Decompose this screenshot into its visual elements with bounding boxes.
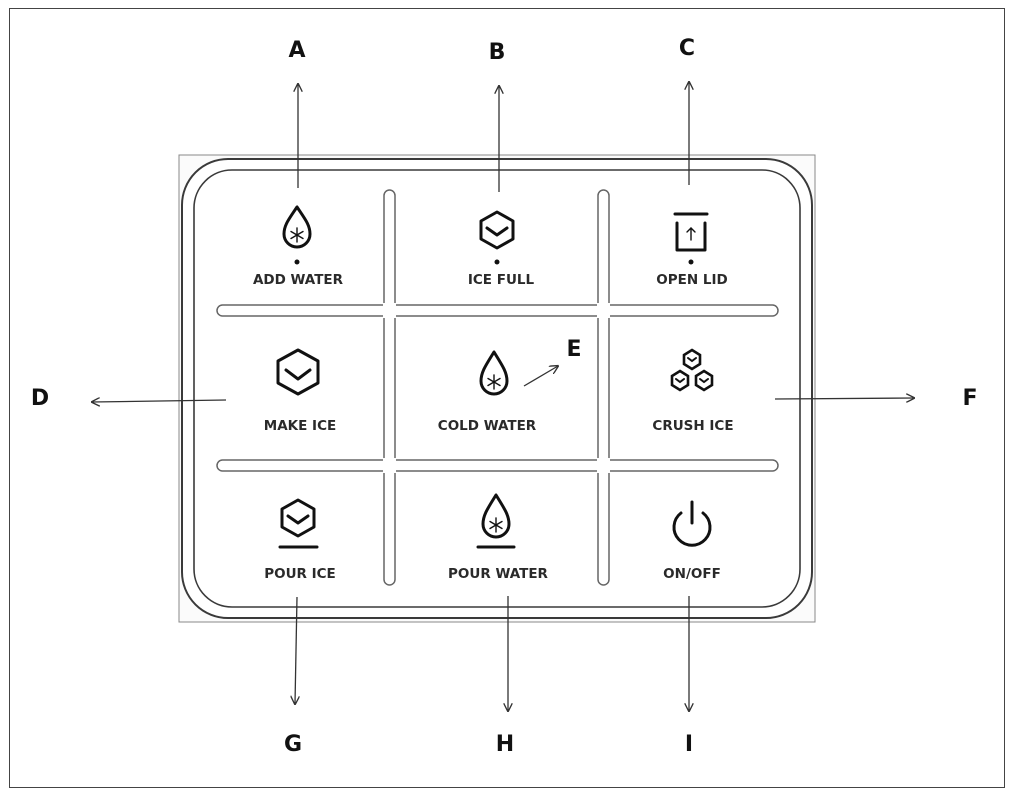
button-ice-full: ICE FULL xyxy=(468,210,535,288)
button-label: MAKE ICE xyxy=(264,418,336,434)
button-add-water[interactable]: ADD WATER xyxy=(253,205,344,288)
callout-b: B xyxy=(489,40,506,65)
indicator-light-icon xyxy=(494,259,500,265)
power-icon xyxy=(672,500,712,547)
button-label: OPEN LID xyxy=(656,272,727,288)
callout-i: I xyxy=(685,732,693,757)
water-drop-on-tray-icon xyxy=(476,493,516,549)
leader-line-e xyxy=(523,366,558,387)
button-label: ON/OFF xyxy=(663,566,721,582)
indicator-light-icon xyxy=(688,259,694,265)
figure-frame xyxy=(9,8,1005,788)
crushed-ice-cubes-icon xyxy=(670,348,714,392)
groove-gap xyxy=(597,303,610,318)
callout-d: D xyxy=(31,386,49,411)
callout-h: H xyxy=(496,732,514,757)
button-label: POUR WATER xyxy=(448,566,549,582)
callout-g: G xyxy=(284,732,302,757)
ice-cube-icon xyxy=(276,348,320,396)
button-label: ADD WATER xyxy=(253,272,344,288)
button-make-ice[interactable]: MAKE ICE xyxy=(264,348,336,434)
button-label: POUR ICE xyxy=(264,566,336,582)
button-pour-water[interactable]: POUR WATER xyxy=(448,493,549,582)
button-label: ICE FULL xyxy=(468,272,535,288)
panel-groove-vertical-right xyxy=(597,189,610,586)
water-drop-snowflake-icon xyxy=(282,205,312,249)
callout-a: A xyxy=(288,38,305,63)
groove-gap xyxy=(383,303,396,318)
button-crush-ice[interactable]: CRUSH ICE xyxy=(652,348,734,434)
button-pour-ice[interactable]: POUR ICE xyxy=(264,498,336,582)
ice-cube-on-tray-icon xyxy=(278,498,319,549)
button-cold-water: COLD WATER xyxy=(438,350,537,434)
panel-groove-horizontal-bottom xyxy=(216,459,779,472)
leader-line-g xyxy=(295,596,297,704)
panel-groove-vertical-left xyxy=(383,189,396,586)
button-on-off[interactable]: ON/OFF xyxy=(663,500,721,582)
open-lid-icon xyxy=(673,212,709,252)
ice-cube-icon xyxy=(479,210,515,250)
callout-f: F xyxy=(962,386,977,411)
button-label: COLD WATER xyxy=(438,418,537,434)
water-drop-snowflake-icon xyxy=(479,350,509,396)
button-label: CRUSH ICE xyxy=(652,418,733,434)
leader-line-f xyxy=(774,398,914,399)
leader-line-d xyxy=(92,400,227,402)
groove-gap xyxy=(597,458,610,473)
callout-c: C xyxy=(679,36,695,61)
panel-inner-border xyxy=(193,169,801,608)
groove-gap xyxy=(383,458,396,473)
button-open-lid: OPEN LID xyxy=(656,212,728,288)
panel-groove-horizontal-top xyxy=(216,304,779,317)
indicator-light-icon xyxy=(294,259,300,265)
callout-e: E xyxy=(566,337,581,362)
panel-outer-border xyxy=(181,158,813,619)
